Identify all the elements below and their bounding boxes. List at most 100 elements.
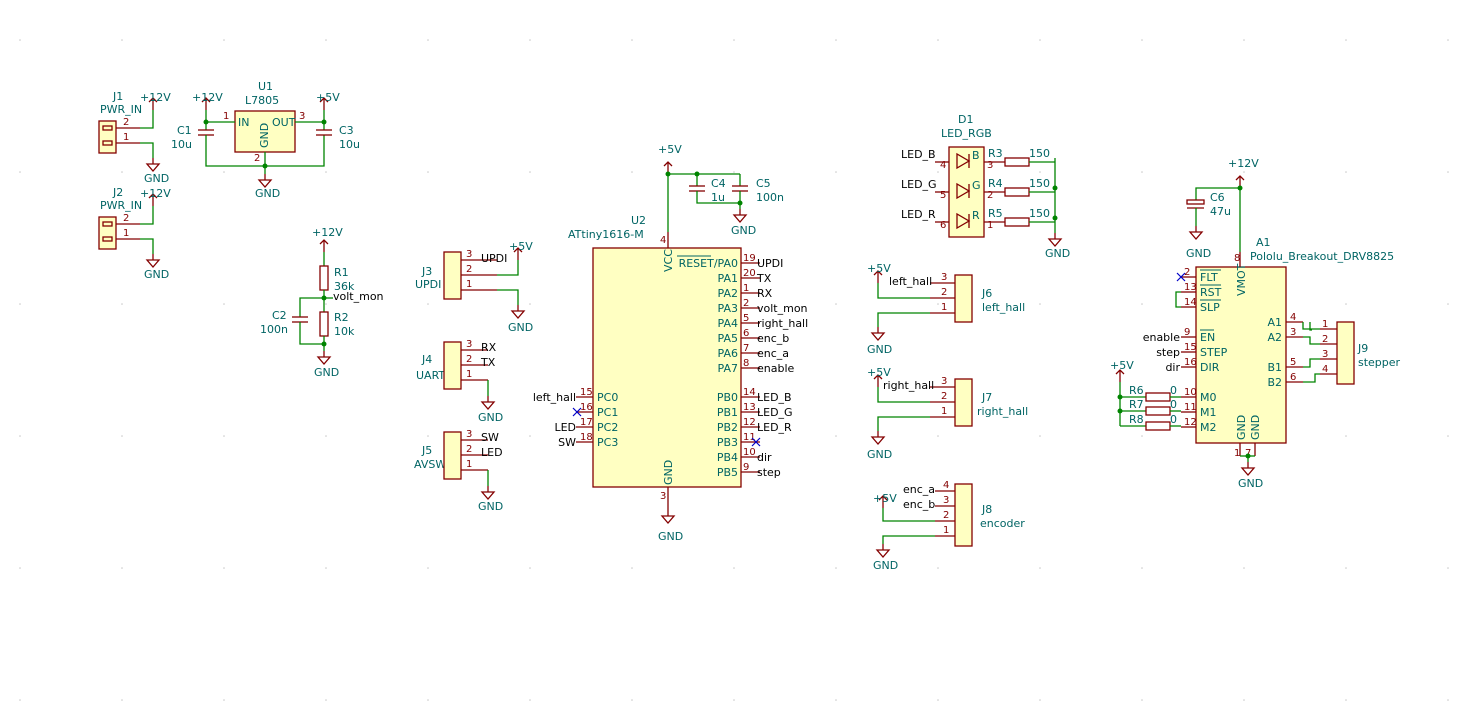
svg-text:UPDI: UPDI (415, 278, 441, 291)
svg-text:GND: GND (255, 187, 280, 200)
a1-pin-a2[interactable]: 3A2 (1267, 327, 1303, 344)
svg-text:2: 2 (743, 298, 749, 309)
svg-text:11: 11 (743, 432, 756, 443)
c3-ref: C3 (339, 124, 354, 137)
r2-value: 10k (334, 325, 355, 338)
svg-text:LED: LED (554, 421, 576, 434)
svg-text:13: 13 (1184, 282, 1197, 293)
regulator-u1[interactable]: U1 L7805 IN OUT GND 1 3 2 (223, 80, 305, 164)
svg-text:J3: J3 (421, 265, 432, 278)
svg-text:10: 10 (743, 447, 756, 458)
c5-ref: C5 (756, 177, 771, 190)
svg-text:ATtiny1616-M: ATtiny1616-M (568, 228, 644, 241)
connector-j7[interactable]: 3 2 1 J7 right_hall right_hall (883, 376, 1028, 427)
svg-text:2: 2 (987, 190, 993, 201)
a1-pin-b1[interactable]: 5B1 (1267, 357, 1303, 374)
svg-text:1: 1 (466, 279, 472, 290)
j1-ref: J1 (112, 90, 123, 103)
svg-text:GND: GND (1235, 415, 1248, 440)
c4-value: 1u (711, 191, 725, 204)
svg-text:enc_b: enc_b (757, 332, 789, 345)
svg-text:left_hall: left_hall (533, 391, 576, 404)
svg-text:RST: RST (1200, 286, 1222, 299)
svg-text:2: 2 (941, 287, 947, 298)
svg-text:6: 6 (940, 220, 946, 231)
svg-text:9: 9 (743, 462, 749, 473)
connector-j6[interactable]: 3 2 1 J6 left_hall left_hall (889, 272, 1025, 323)
j9-pin-num: 2 (1322, 334, 1328, 345)
svg-text:4: 4 (940, 160, 946, 171)
svg-text:B2: B2 (1267, 376, 1282, 389)
svg-text:SW: SW (558, 436, 576, 449)
svg-text:19: 19 (743, 253, 756, 264)
svg-text:PA2: PA2 (718, 287, 738, 300)
svg-text:R6: R6 (1129, 384, 1144, 397)
svg-text:UART: UART (416, 369, 445, 382)
svg-text:TX: TX (480, 356, 496, 369)
svg-text:enc_a: enc_a (903, 483, 935, 496)
svg-text:LED_G: LED_G (901, 178, 937, 191)
svg-text:encoder: encoder (980, 517, 1025, 530)
connector-j5[interactable]: J5 AVSW 3 2 1 SW LED (414, 429, 503, 480)
svg-text:R3: R3 (988, 147, 1003, 160)
svg-text:VCC: VCC (662, 249, 675, 272)
svg-text:3: 3 (466, 249, 472, 260)
c5-value: 100n (756, 191, 784, 204)
svg-text:OUT: OUT (272, 116, 296, 129)
connector-j8[interactable]: 4 3 2 1 J8 encoder enc_a enc_b (903, 480, 1025, 547)
svg-text:+5V: +5V (658, 143, 682, 156)
connector-j3[interactable]: J3 UPDI 3 2 1 UPDI (415, 249, 507, 300)
svg-text:3: 3 (466, 339, 472, 350)
svg-text:GND: GND (1249, 415, 1262, 440)
svg-text:PC2: PC2 (597, 421, 618, 434)
connector-j4[interactable]: J4 UART 3 2 1 RX TX (416, 339, 497, 390)
driver-a1[interactable]: A1 Pololu_Breakout_DRV8825 VMOT 8 GND GN… (1143, 236, 1394, 459)
a1-pin-a1[interactable]: 4A1 (1267, 312, 1303, 329)
svg-text:GND: GND (662, 460, 675, 485)
a1-pin-b2[interactable]: 6B2 (1267, 372, 1303, 389)
svg-text:1: 1 (987, 220, 993, 231)
connector-j1[interactable]: J1 PWR_IN 2 1 (98, 90, 142, 154)
svg-text:3: 3 (941, 272, 947, 283)
svg-text:GND: GND (1045, 247, 1070, 260)
connector-j2[interactable]: J2 PWR_IN 2 1 (98, 186, 142, 250)
